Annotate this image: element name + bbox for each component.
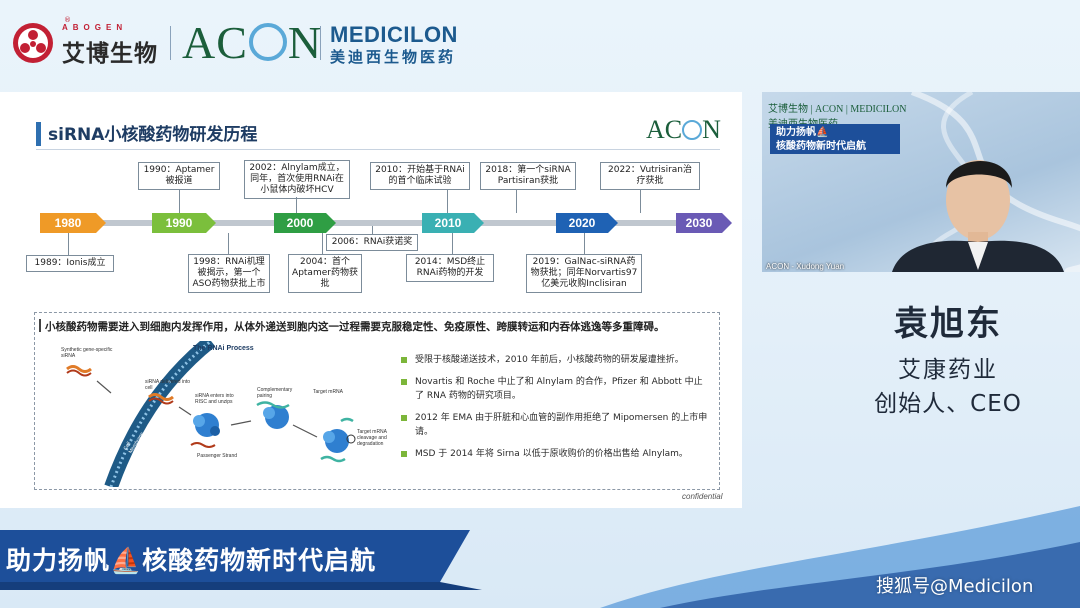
list-item: 2012 年 EMA 由于肝脏和心血管的副作用拒绝了 Mipomersen 的上… [401,411,709,439]
bullet-square-icon [401,357,407,363]
bullet-square-icon [401,379,407,385]
acon-logo-text-pre: AC [182,17,248,68]
rnai-process-figure: The RNAi Process Synthetic gene-specific… [41,335,387,490]
speaker-title: 创始人、CEO [874,391,1022,417]
webcam-banner-line2: 核酸药物新时代启航 [776,141,866,152]
slide-acon-logo: AC N [646,116,721,144]
event-2002: 2002：Alnylam成立，同年，首次使用RNAi在小鼠体内破坏HCV [244,160,350,199]
footer-banner-text: 助力扬帆⛵核酸药物新时代启航 [6,546,377,575]
label-passenger-strand: Passenger Strand [197,453,238,459]
event-1998: 1998：RNAi机理被揭示，第一个ASO药物获批上市 [188,254,270,293]
title-accent-bar [36,122,41,146]
abogen-en-text: ABOGEN [62,23,128,32]
bullet-list: 受限于核酸递送技术，2010 年前后，小核酸药物的研发屡遭挫折。 Novarti… [401,353,709,469]
title-underline [36,149,720,150]
slide-title: siRNA小核酸药物研发历程 [48,125,258,145]
acon-ring-icon [682,120,703,140]
era-2030: 2030 [676,213,732,233]
bullet-text: 受限于核酸递送技术，2010 年前后，小核酸药物的研发屡遭挫折。 [415,355,684,365]
bullet-text: Novartis 和 Roche 中止了和 Alnylam 的合作，Pfizer… [415,377,703,401]
bullet-square-icon [401,415,407,421]
event-2010: 2010：开始基于RNAi的首个临床试验 [370,162,470,190]
footer-event-banner [0,530,482,590]
acon-ring-icon [248,23,287,61]
medicilon-en-text: MEDICILON [330,22,458,47]
era-2020: 2020 [556,213,618,233]
rnai-illustration [66,335,356,490]
label-synthetic-sirna: Synthetic gene-specific siRNA [61,347,113,359]
label-cleavage: Target mRNA cleavage and degradation [357,429,387,447]
medicilon-logo: MEDICILON 美迪西生物医药 [330,22,458,67]
event-connector [372,226,373,234]
presentation-slide: siRNA小核酸药物研发历程 AC N 1980 1990 2000 2010 2… [0,92,742,508]
label-sirna-enters-risc: siRNA enters into RISC and unzips [195,393,234,405]
dna-background-graphic [892,92,1080,272]
header-divider [320,26,321,60]
bullet-square-icon [401,451,407,457]
event-connector [516,189,517,213]
speaker-company: 艾康药业 [898,357,998,383]
event-connector [640,189,641,213]
rnai-figure-title: The RNAi Process [193,345,254,352]
speaker-name: 袁旭东 [894,304,1002,344]
event-connector [584,233,585,254]
medicilon-cn-text: 美迪西生物医药 [330,48,457,66]
slide-logo-pre: AC [646,115,683,144]
event-2014: 2014：MSD终止RNAi药物的开发 [406,254,494,282]
event-connector [322,233,323,254]
label-complementary-pairing: Complementary pairing [257,387,293,399]
era-2010: 2010 [422,213,484,233]
event-1989: 1989：Ionis成立 [26,255,114,272]
abogen-logo: ® ABOGEN 艾博生物 [12,16,177,67]
list-item: MSD 于 2014 年将 Sirna 以低于原收购价的价格出售给 Alnyla… [401,447,709,461]
acon-logo: AC N [182,18,322,68]
header-logo-bar: ® ABOGEN 艾博生物 AC N MEDICILON 美迪西生物医药 [0,0,1080,86]
slide-logo-post: N [702,115,721,144]
list-item: 受限于核酸递送技术，2010 年前后，小核酸药物的研发屡遭挫折。 [401,353,709,367]
event-2019: 2019：GalNac-siRNA药物获批；同年Norvartis97亿美元收购… [526,254,642,293]
event-connector [296,197,297,213]
event-connector [179,189,180,213]
event-2022: 2022：Vutrisiran治疗获批 [600,162,700,190]
webcam-logos: 艾博生物 | ACON | MEDICILON 美迪西生物医药 [768,104,907,130]
event-connector [447,189,448,213]
speaker-video-feed: 艾博生物 | ACON | MEDICILON 美迪西生物医药 助力扬帆⛵ 核酸… [762,92,1080,272]
decorative-wave [600,506,1080,608]
era-1980: 1980 [40,213,106,233]
participant-nameplate: ACON - Xudong Yuan [766,262,845,271]
era-1990: 1990 [152,213,216,233]
webcam-event-banner: 助力扬帆⛵ 核酸药物新时代启航 [770,124,900,154]
sohu-watermark: 搜狐号@Medicilon [876,576,1034,597]
event-connector [68,233,69,255]
event-connector [452,233,453,254]
event-2006: 2006：RNAi获诺奖 [326,234,418,251]
heading-accent-bar [39,319,41,332]
event-2018: 2018：第一个siRNA Partisiran获批 [480,162,576,190]
timeline-axis [40,220,704,226]
header-divider [170,26,171,60]
label-target-mrna: Target mRNA [313,389,344,395]
list-item: Novartis 和 Roche 中止了和 Alnylam 的合作，Pfizer… [401,375,709,403]
event-1990: 1990：Aptamer 被报道 [138,162,220,190]
confidential-mark: confidential [682,492,723,501]
abogen-mark-icon [13,23,53,63]
abogen-cn-text: 艾博生物 [62,41,158,67]
registered-mark: ® [64,16,71,24]
event-2004: 2004：首个Aptamer药物获批 [288,254,362,293]
era-2000: 2000 [274,213,336,233]
webcam-banner-line1: 助力扬帆⛵ [776,127,829,138]
rnai-panel: 小核酸药物需要进入到细胞内发挥作用，从体外递送到胞内这一过程需要克服稳定性、免疫… [34,312,720,490]
event-connector [228,233,229,254]
acon-logo-text-post: N [287,17,323,68]
bullet-text: MSD 于 2014 年将 Sirna 以低于原收购价的价格出售给 Alnyla… [415,449,688,459]
label-sirna-delivered: siRNA delivered into cell [145,379,191,391]
bullet-text: 2012 年 EMA 由于肝脏和心血管的副作用拒绝了 Mipomersen 的上… [415,413,708,437]
panel-heading: 小核酸药物需要进入到细胞内发挥作用，从体外递送到胞内这一过程需要克服稳定性、免疫… [45,321,665,333]
